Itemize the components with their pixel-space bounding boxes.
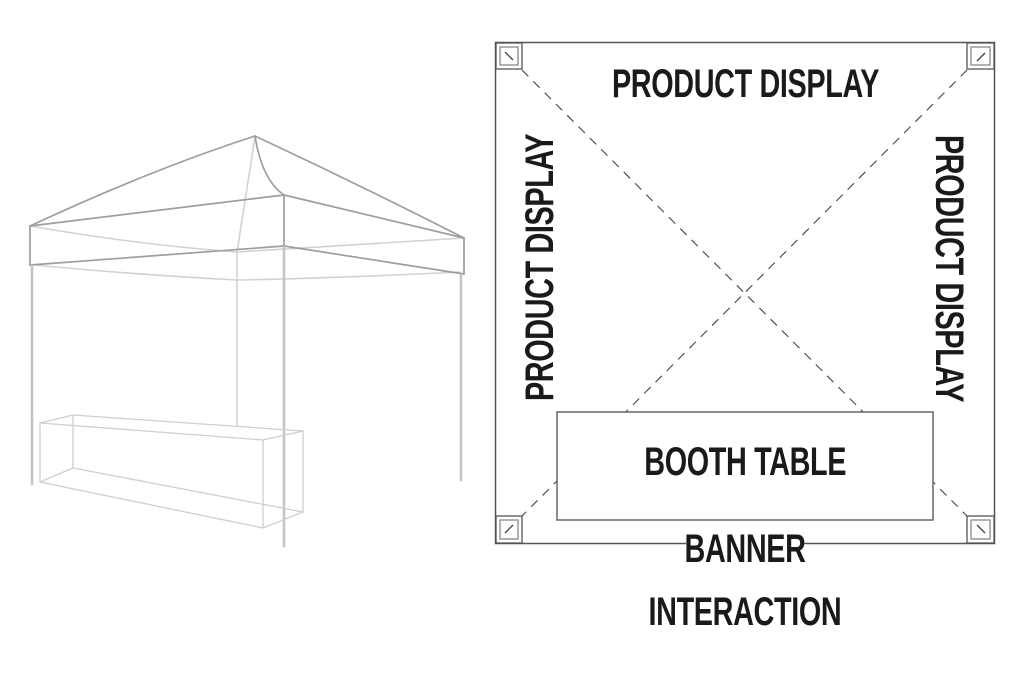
- corner-post-bottom-left: [495, 515, 523, 544]
- corner-post-top-right: [966, 42, 995, 70]
- label-product-display-top: PRODUCT DISPLAY: [560, 62, 930, 106]
- label-text: INTERACTION: [648, 590, 842, 634]
- tent-back-lines: [29, 136, 465, 426]
- corner-post-bottom-right: [966, 515, 995, 544]
- label-banner: BANNER: [595, 527, 895, 571]
- tent-display-table: [39, 414, 304, 529]
- corner-posts: [495, 42, 995, 544]
- tent-legs: [30, 245, 463, 548]
- label-product-display-left: PRODUCT DISPLAY: [518, 83, 562, 453]
- booth-table-area: [556, 411, 934, 521]
- label-text: PRODUCT DISPLAY: [611, 62, 880, 106]
- label-interaction: INTERACTION: [545, 590, 945, 634]
- label-product-display-right: PRODUCT DISPLAY: [927, 83, 971, 453]
- label-text: PRODUCT DISPLAY: [518, 133, 562, 402]
- label-text: BANNER: [684, 527, 806, 571]
- label-booth-table: BOOTH TABLE: [557, 440, 933, 484]
- label-text: PRODUCT DISPLAY: [927, 134, 971, 403]
- canopy-tent-illustration: [29, 135, 465, 548]
- label-text: BOOTH TABLE: [644, 440, 846, 484]
- corner-post-top-left: [495, 42, 523, 70]
